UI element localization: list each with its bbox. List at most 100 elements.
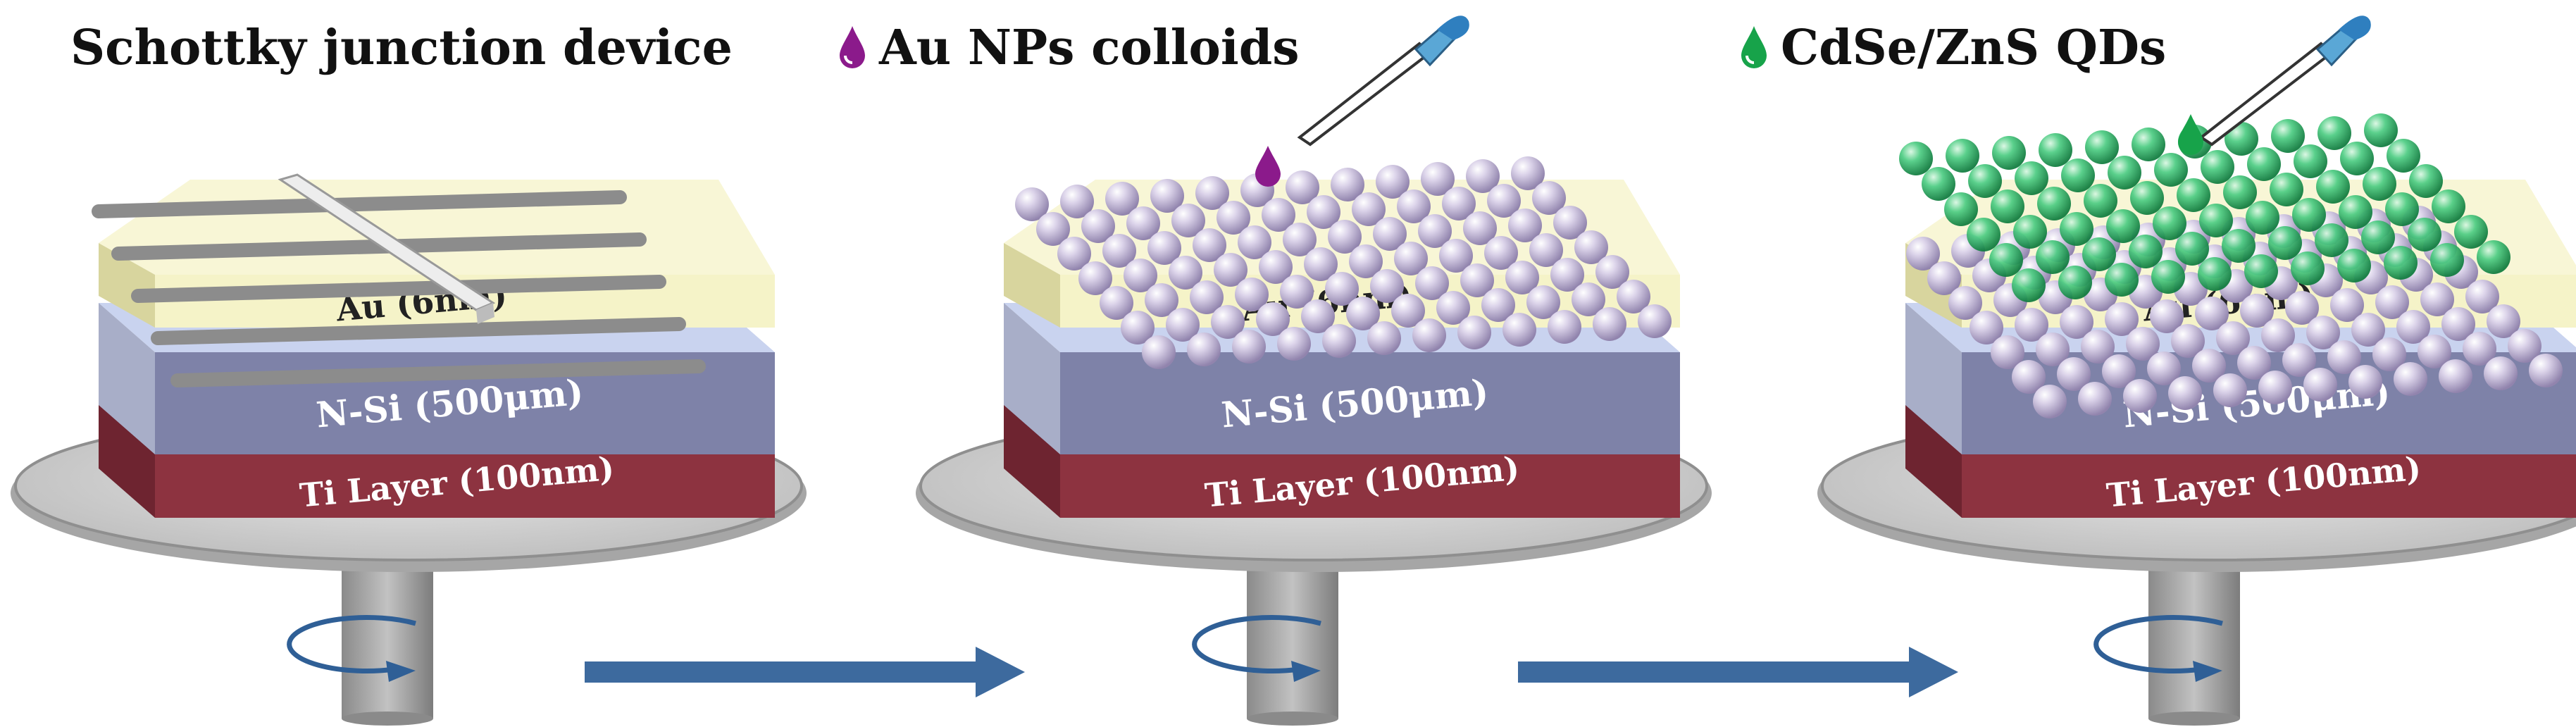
au-nanoparticle (1412, 318, 1446, 352)
au-nanoparticle (1574, 230, 1608, 264)
quantum-dot (2384, 246, 2418, 280)
quantum-dot (2223, 175, 2257, 209)
quantum-dot (1968, 164, 2002, 198)
au-nanoparticle (1238, 225, 1271, 259)
quantum-dot (1989, 243, 2023, 277)
au-nanoparticle (2372, 337, 2406, 371)
au-nanoparticle (1193, 228, 1226, 262)
au-nanoparticle (2285, 291, 2319, 325)
au-nanoparticle (1304, 247, 1338, 281)
au-nanoparticle (2306, 316, 2340, 349)
quantum-dot (2316, 170, 2350, 204)
finger-electrode (170, 359, 706, 387)
au-nanoparticle (1346, 297, 1380, 330)
quantum-dot (2477, 240, 2510, 274)
au-nanoparticle (1526, 285, 1560, 319)
quantum-dot (2106, 209, 2140, 243)
au-nanoparticle (1301, 299, 1335, 333)
quantum-dot (2130, 181, 2164, 215)
rotation-arrow-icon (1192, 615, 1321, 682)
au-nanoparticle (1370, 269, 1404, 303)
quantum-dot (2177, 178, 2210, 212)
quantum-dot (2432, 189, 2465, 223)
au-nanoparticle (1376, 165, 1410, 199)
au-nanoparticle (2033, 385, 2067, 418)
au-nanoparticle (2123, 379, 2157, 413)
quantum-dot (1899, 142, 1933, 175)
quantum-dot (2246, 201, 2279, 235)
au-nanoparticle (2303, 368, 2337, 402)
dropper-icon (1297, 15, 1469, 147)
quantum-dot (2154, 153, 2188, 187)
au-nanoparticle (1595, 255, 1629, 289)
au-nanoparticle (1015, 187, 1049, 221)
au-nanoparticle (2508, 329, 2541, 363)
au-nanoparticle (1078, 261, 1112, 295)
quantum-dot (2291, 251, 2325, 285)
drop-icon (1255, 146, 1281, 187)
stage3-title-text: CdSe/ZnS QDs (1781, 20, 2167, 76)
quantum-dot (2387, 139, 2420, 173)
au-nanoparticle (1283, 223, 1317, 256)
au-nanoparticle (1352, 192, 1386, 226)
au-nanoparticle (1105, 182, 1139, 216)
au-nanoparticle (1532, 181, 1566, 215)
au-nanoparticle (1529, 233, 1563, 267)
qd-drop-icon (1741, 26, 1767, 68)
au-nanoparticle (2396, 310, 2430, 344)
au-nanoparticle (1617, 280, 1650, 313)
au-nanoparticle (2015, 308, 2048, 342)
au-nanoparticle (1349, 244, 1383, 278)
quantum-dot (2060, 212, 2093, 246)
au-nanoparticle (1277, 327, 1311, 361)
quantum-dot (2105, 263, 2139, 297)
au-nanoparticle (1142, 335, 1176, 369)
process-arrow-icon (585, 647, 1025, 697)
quantum-dot (2225, 122, 2258, 156)
stage1-device: Au (6nm)N-Si (500μm)Ti Layer (100nm) (11, 173, 807, 726)
au-nanoparticle (2282, 343, 2316, 377)
quantum-dot (2385, 192, 2419, 226)
quantum-dot (2015, 161, 2048, 195)
quantum-dot (1991, 189, 2024, 223)
au-nanoparticle (1121, 311, 1155, 344)
rotation-arrow-icon (287, 615, 416, 682)
quantum-dot (2013, 215, 2047, 249)
au-nanoparticle (1150, 179, 1184, 213)
stage2-title-text: Au NPs colloids (879, 20, 1300, 76)
au-nanoparticle (1217, 201, 1250, 235)
au-nanoparticle (2375, 285, 2409, 319)
quantum-dot (2129, 235, 2163, 268)
nsi-layer (1060, 352, 1680, 454)
finger-electrode (131, 275, 666, 303)
au-nanoparticle (2261, 318, 2295, 352)
quantum-dot (2084, 184, 2117, 218)
au-nanoparticle (1502, 313, 1536, 347)
ti-layer (155, 451, 775, 518)
au-nanoparticle (1638, 304, 1672, 338)
quantum-dot (2082, 237, 2116, 271)
stage2-device: Au (6nm)N-Si (500μm)Ti Layer (100nm) (916, 15, 1712, 726)
quantum-dot (2363, 167, 2396, 201)
quantum-dot (2294, 144, 2327, 178)
au-nanoparticle (2258, 371, 2292, 404)
quantum-dot (2315, 223, 2348, 257)
au-nanoparticle (1195, 176, 1229, 210)
au-nanoparticle (1505, 261, 1539, 294)
au-nanoparticle (1280, 275, 1314, 309)
quantum-dot (2270, 173, 2303, 206)
au-nanoparticle (1102, 234, 1136, 268)
au-nanoparticle (1484, 236, 1518, 270)
au-nanoparticle (1481, 288, 1515, 322)
au-nanoparticle (1331, 168, 1364, 201)
au-nanoparticle (2012, 360, 2046, 394)
au-nanoparticle (2351, 313, 2385, 347)
au-nanoparticle (1415, 266, 1449, 300)
au-nanoparticle (1286, 170, 1319, 204)
quantum-dot (2199, 204, 2233, 237)
quantum-dot (2409, 164, 2443, 198)
au-nanoparticle (2463, 332, 2496, 366)
finger-electrode (111, 232, 647, 261)
au-layer-top (99, 180, 775, 275)
au-nanoparticle (1436, 291, 1470, 325)
